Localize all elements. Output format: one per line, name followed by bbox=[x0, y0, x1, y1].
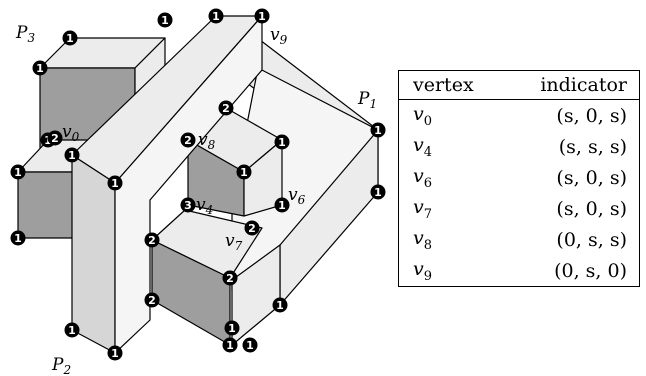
table-row: v9 (0, s, 0) bbox=[399, 255, 639, 286]
label-p3: P3 bbox=[15, 23, 35, 45]
svg-text:1: 1 bbox=[68, 324, 76, 337]
vertex-badge: 1 bbox=[222, 337, 238, 353]
svg-text:1: 1 bbox=[240, 166, 248, 179]
label-p2: P2 bbox=[51, 355, 71, 376]
vertex-badge: 1 bbox=[272, 297, 288, 313]
svg-text:1: 1 bbox=[161, 14, 169, 27]
header-vertex: vertex bbox=[413, 74, 474, 96]
vertex-badge: 1 bbox=[370, 184, 386, 200]
indicator-cell: (s, 0, s) bbox=[556, 105, 627, 127]
svg-text:1: 1 bbox=[276, 299, 284, 312]
svg-text:1: 1 bbox=[226, 339, 234, 352]
badges-layer: 11111121111111221132222111111 bbox=[10, 8, 386, 361]
table-body: v0 (s, 0, s) v4 (s, s, s) v6 (s, 0, s) v7 (s, 0… bbox=[399, 100, 639, 286]
svg-text:2: 2 bbox=[184, 134, 192, 147]
label-v8: v8 bbox=[198, 130, 216, 152]
svg-text:1: 1 bbox=[68, 149, 76, 162]
label-v7: v7 bbox=[225, 231, 243, 253]
svg-text:1: 1 bbox=[258, 10, 266, 23]
vertex-badge: 1 bbox=[242, 337, 258, 353]
vertex-badge: 1 bbox=[10, 164, 26, 180]
vertex-badge: 3 bbox=[180, 197, 196, 213]
vertex-badge: 2 bbox=[144, 292, 160, 308]
svg-text:1: 1 bbox=[278, 199, 286, 212]
vertex-badge: 1 bbox=[10, 230, 26, 246]
indicator-cell: (s, 0, s) bbox=[556, 198, 627, 220]
svg-text:1: 1 bbox=[212, 10, 220, 23]
vertex-badge: 2 bbox=[222, 270, 238, 286]
label-v4: v4 bbox=[196, 195, 213, 217]
svg-text:1: 1 bbox=[111, 347, 119, 360]
vertex-badge: 1 bbox=[62, 30, 78, 46]
label-p1: P1 bbox=[357, 89, 377, 111]
vertex-badge: 1 bbox=[236, 164, 252, 180]
svg-text:1: 1 bbox=[111, 177, 119, 190]
svg-text:1: 1 bbox=[14, 232, 22, 245]
vertex-badge: 2 bbox=[47, 130, 63, 146]
vertex-badge: 2 bbox=[244, 220, 260, 236]
label-v0: v0 bbox=[62, 122, 80, 144]
vertex-cell: v7 bbox=[413, 196, 433, 222]
vertex-badge: 1 bbox=[274, 197, 290, 213]
svg-text:1: 1 bbox=[278, 136, 286, 149]
vertex-badge: 1 bbox=[107, 175, 123, 191]
vertex-badge: 1 bbox=[32, 60, 48, 76]
indicator-table: vertex indicator v0(s, 0, s)v4(s, s, s)v… bbox=[398, 70, 640, 287]
svg-text:1: 1 bbox=[374, 186, 382, 199]
vertex-badge: 1 bbox=[224, 320, 240, 336]
svg-text:2: 2 bbox=[148, 294, 156, 307]
svg-text:1: 1 bbox=[36, 62, 44, 75]
table-row: v6 (s, 0, s) bbox=[399, 162, 639, 193]
table-row: v7 (s, 0, s) bbox=[399, 193, 639, 224]
vertex-badge: 1 bbox=[157, 12, 173, 28]
vertex-cell: v0 bbox=[413, 103, 433, 129]
vertex-badge: 2 bbox=[144, 232, 160, 248]
vertex-badge: 1 bbox=[254, 8, 270, 24]
indicator-cell: (s, 0, s) bbox=[556, 167, 627, 189]
vertex-cell: v4 bbox=[413, 134, 433, 160]
header-indicator: indicator bbox=[540, 74, 627, 96]
table-row: v8 (0, s, s) bbox=[399, 224, 639, 255]
vertex-badge: 2 bbox=[180, 132, 196, 148]
vertex-cell: v8 bbox=[413, 227, 433, 253]
svg-text:1: 1 bbox=[246, 339, 254, 352]
indicator-cell: (s, s, s) bbox=[558, 136, 627, 158]
vertex-badge: 1 bbox=[64, 322, 80, 338]
svg-text:1: 1 bbox=[228, 322, 236, 335]
svg-text:1: 1 bbox=[66, 32, 74, 45]
label-v6: v6 bbox=[288, 185, 306, 207]
indicator-cell: (0, s, 0) bbox=[554, 260, 627, 282]
svg-text:2: 2 bbox=[226, 272, 234, 285]
vertex-badge: 1 bbox=[370, 122, 386, 138]
svg-text:2: 2 bbox=[222, 102, 230, 115]
svg-text:2: 2 bbox=[148, 234, 156, 247]
vertex-badge: 1 bbox=[107, 345, 123, 361]
label-v9: v9 bbox=[270, 25, 288, 47]
indicator-cell: (0, s, s) bbox=[556, 229, 627, 251]
svg-text:1: 1 bbox=[374, 124, 382, 137]
vertex-badge: 1 bbox=[64, 147, 80, 163]
table-row: v0 (s, 0, s) bbox=[399, 100, 639, 131]
vertex-badge: 2 bbox=[218, 100, 234, 116]
table-header: vertex indicator bbox=[399, 71, 639, 100]
svg-text:1: 1 bbox=[14, 166, 22, 179]
svg-text:2: 2 bbox=[248, 222, 256, 235]
svg-text:3: 3 bbox=[184, 199, 192, 212]
vertex-cell: v9 bbox=[413, 258, 433, 284]
vertex-cell: v6 bbox=[413, 165, 433, 191]
part-lower-cube bbox=[151, 209, 263, 346]
svg-text:2: 2 bbox=[51, 132, 59, 145]
table-row: v4 (s, s, s) bbox=[399, 131, 639, 162]
vertex-badge: 1 bbox=[208, 8, 224, 24]
vertex-badge: 1 bbox=[274, 134, 290, 150]
